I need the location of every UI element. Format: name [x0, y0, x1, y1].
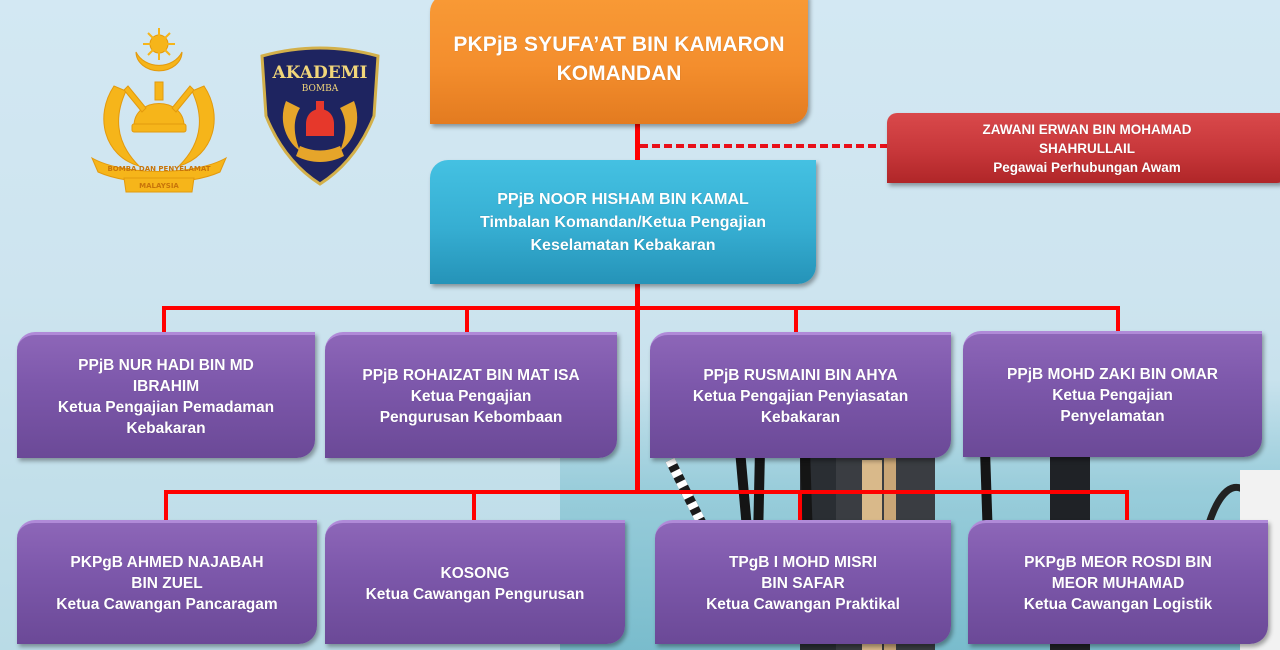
- unit-box-pengurusan-kebombaan: PPjB ROHAIZAT BIN MAT ISA Ketua Pengajia…: [325, 332, 617, 458]
- unit-title: Ketua Pengajian: [1052, 387, 1173, 404]
- pr-title: Pegawai Perhubungan Awam: [993, 159, 1181, 175]
- connector-row1-drop-3: [794, 306, 798, 334]
- unit-name: PPjB RUSMAINI BIN AHYA: [703, 367, 898, 384]
- svg-text:MALAYSIA: MALAYSIA: [139, 182, 179, 190]
- bomba-malaysia-crest-logo: BOMBA DAN PENYELAMAT MALAYSIA: [90, 28, 228, 193]
- commander-name: PKPjB SYUFA’AT BIN KAMARON: [453, 33, 785, 56]
- unit-box-penyelamatan: PPjB MOHD ZAKI BIN OMAR Ketua Pengajian …: [963, 331, 1262, 457]
- svg-text:BOMBA DAN PENYELAMAT: BOMBA DAN PENYELAMAT: [107, 165, 210, 173]
- svg-text:BOMBA: BOMBA: [302, 84, 339, 94]
- unit-box-logistik: PKPgB MEOR ROSDI BIN MEOR MUHAMAD Ketua …: [968, 520, 1268, 644]
- akademi-bomba-badge-logo: AKADEMI BOMBA: [260, 46, 380, 186]
- connector-row2-drop-4: [1125, 490, 1129, 522]
- unit-box-pancaragam: PKPgB AHMED NAJABAH BIN ZUEL Ketua Cawan…: [17, 520, 317, 644]
- connector-row1-drop-1: [162, 306, 166, 334]
- unit-name: KOSONG: [440, 564, 510, 582]
- unit-title: Pengurusan Kebombaan: [379, 409, 563, 426]
- connector-row2-horizontal: [164, 490, 1129, 494]
- unit-title: Kebakaran: [126, 419, 206, 437]
- unit-box-pemadaman: PPjB NUR HADI BIN MD IBRAHIM Ketua Penga…: [17, 332, 315, 458]
- unit-name: BIN ZUEL: [131, 575, 203, 592]
- pr-name-line2: SHAHRULLAIL: [1039, 140, 1135, 156]
- unit-name: PPjB ROHAIZAT BIN MAT ISA: [362, 367, 580, 384]
- unit-box-penyiasatan: PPjB RUSMAINI BIN AHYA Ketua Pengajian P…: [650, 332, 951, 458]
- deputy-title-line2: Keselamatan Kebakaran: [530, 236, 716, 254]
- commander-box: PKPjB SYUFA’AT BIN KAMARON KOMANDAN: [430, 0, 808, 124]
- deputy-commander-box: PPjB NOOR HISHAM BIN KAMAL Timbalan Koma…: [430, 160, 816, 284]
- connector-row2-drop-2: [472, 490, 476, 522]
- unit-name: PPjB NUR HADI BIN MD: [78, 356, 254, 374]
- unit-box-pengurusan: KOSONG Ketua Cawangan Pengurusan: [325, 520, 625, 644]
- commander-title: KOMANDAN: [556, 62, 682, 85]
- unit-title: Ketua Pengajian Penyiasatan: [692, 388, 909, 405]
- connector-row2-drop-3: [798, 490, 802, 522]
- pr-name-line1: ZAWANI ERWAN BIN MOHAMAD: [982, 121, 1192, 137]
- unit-title: Kebakaran: [760, 409, 841, 426]
- unit-name: PKPgB MEOR ROSDI BIN: [1024, 554, 1212, 571]
- connector-row1-horizontal: [162, 306, 1120, 310]
- unit-title: Penyelamatan: [1060, 408, 1165, 425]
- unit-name: PKPgB AHMED NAJABAH: [70, 554, 264, 571]
- unit-box-praktikal: TPgB I MOHD MISRI BIN SAFAR Ketua Cawang…: [655, 520, 951, 644]
- unit-title: Ketua Cawangan Pancaragam: [56, 596, 278, 613]
- unit-name: MEOR MUHAMAD: [1051, 575, 1185, 592]
- svg-text:AKADEMI: AKADEMI: [272, 63, 368, 83]
- deputy-title-line1: Timbalan Komandan/Ketua Pengajian: [480, 213, 766, 231]
- unit-title: Ketua Cawangan Pengurusan: [365, 585, 585, 603]
- unit-title: Ketua Cawangan Praktikal: [706, 596, 900, 613]
- unit-title: Ketua Pengajian Pemadaman: [57, 398, 275, 416]
- deputy-name: PPjB NOOR HISHAM BIN KAMAL: [497, 190, 749, 208]
- unit-title: Ketua Pengajian: [410, 388, 532, 405]
- public-relations-box: ZAWANI ERWAN BIN MOHAMAD SHAHRULLAIL Peg…: [887, 113, 1280, 183]
- unit-name: PPjB MOHD ZAKI BIN OMAR: [1007, 366, 1218, 383]
- unit-title: Ketua Cawangan Logistik: [1023, 596, 1213, 613]
- unit-name: TPgB I MOHD MISRI: [728, 554, 878, 571]
- connector-row1-drop-2: [465, 306, 469, 334]
- unit-name: BIN SAFAR: [761, 575, 845, 592]
- connector-dashed-pr: [640, 144, 888, 148]
- unit-name: IBRAHIM: [132, 377, 200, 395]
- connector-row2-drop-1: [164, 490, 168, 522]
- connector-row1-drop-4: [1116, 306, 1120, 334]
